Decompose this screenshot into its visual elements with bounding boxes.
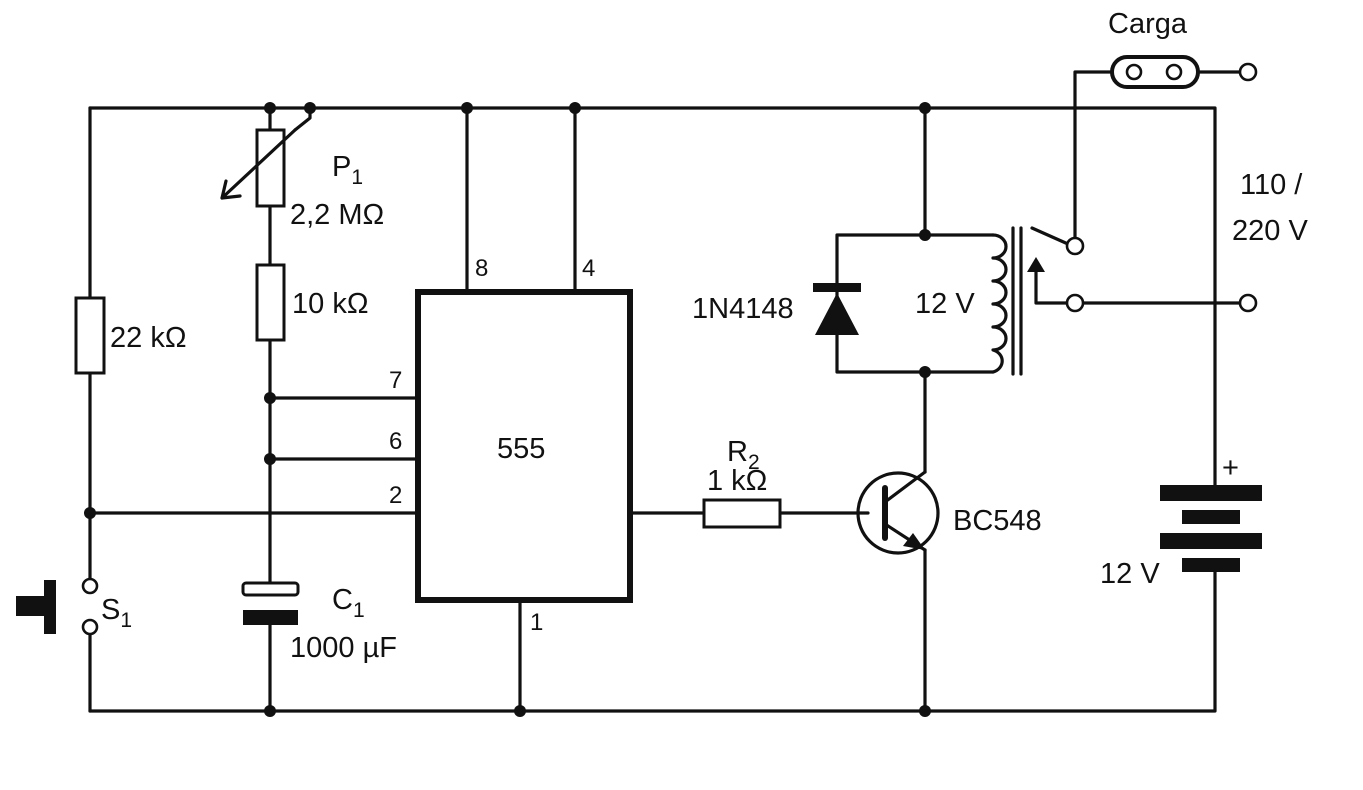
battery-plus-sign: + <box>1222 452 1239 484</box>
transistor-envelope <box>856 471 940 555</box>
c1-value: 1000 µF <box>290 632 397 664</box>
r2-value: 1 kΩ <box>707 465 767 497</box>
battery-plate-4 <box>1182 558 1240 572</box>
r2-sub-text: 2 <box>748 451 760 474</box>
r2-name-text: R <box>727 436 748 468</box>
contact-common-wire <box>1073 70 1114 240</box>
relay-12v: 12 V <box>915 226 1085 376</box>
mains-terminal-bottom <box>1238 293 1258 313</box>
junction-dot <box>264 453 276 465</box>
s1-name: S1 <box>101 594 132 632</box>
relay-label: 12 V <box>915 288 975 320</box>
junction-dot <box>514 705 526 717</box>
ic-555: 555 8 4 7 6 2 1 <box>389 255 633 636</box>
load-plug-body <box>1110 55 1200 89</box>
relay-common-contact <box>1065 236 1085 256</box>
mains-label: 110 / 220 V <box>1232 169 1308 247</box>
p1-sub-text: 1 <box>351 166 363 189</box>
junction-dot <box>264 392 276 404</box>
resistor-10k-body <box>255 263 286 342</box>
junction-dot <box>919 366 931 378</box>
c1-name: C1 <box>332 584 365 622</box>
load-carga: Carga <box>1108 8 1258 313</box>
c1-sub-text: 1 <box>353 599 365 622</box>
transistor-collector <box>883 470 927 504</box>
potentiometer-arrow-icon <box>220 128 297 200</box>
battery-plate-3 <box>1160 533 1262 549</box>
potentiometer-p1: P1 2,2 MΩ <box>220 128 384 231</box>
resistor-10k-label: 10 kΩ <box>292 288 369 320</box>
junction-dot <box>461 102 473 114</box>
battery-12v: + 12 V <box>1100 452 1262 590</box>
load-pin-left <box>1125 63 1143 81</box>
pin-2-label: 2 <box>389 482 402 509</box>
load-label: Carga <box>1108 8 1188 40</box>
capacitor-c1: C1 1000 µF <box>241 581 397 664</box>
mains-terminal-top <box>1238 62 1258 82</box>
battery-plate-1 <box>1160 485 1262 501</box>
junction-dot <box>569 102 581 114</box>
mains-label-line2: 220 V <box>1232 215 1308 247</box>
transistor-label: BC548 <box>953 505 1042 537</box>
battery-label: 12 V <box>1100 558 1160 590</box>
pin-1-label: 1 <box>530 609 543 636</box>
junction-dot <box>84 507 96 519</box>
relay-armature <box>1030 226 1070 246</box>
junction-dot <box>919 705 931 717</box>
pushbutton-bar <box>44 580 56 634</box>
s1-name-text: S <box>101 594 120 626</box>
pin-4-label: 4 <box>582 255 595 282</box>
switch-s1: S1 <box>16 577 132 636</box>
ic-body <box>415 289 633 603</box>
junctions <box>84 102 931 717</box>
junction-dot <box>304 102 316 114</box>
p1-name: P1 <box>332 151 363 189</box>
mains-label-line1: 110 / <box>1240 169 1303 201</box>
p1-name-text: P <box>332 151 351 183</box>
relay-no-contact <box>1065 293 1085 313</box>
pin-7-label: 7 <box>389 367 402 394</box>
resistor-r2: R2 1 kΩ <box>702 436 782 529</box>
armature-arrow-wire <box>1034 260 1070 305</box>
ic-label: 555 <box>497 433 545 465</box>
s1-sub-text: 1 <box>120 609 132 632</box>
battery-plate-2 <box>1182 510 1240 524</box>
diode-loop-wire <box>835 233 995 374</box>
junction-dot <box>919 229 931 241</box>
resistor-22k-body <box>74 296 106 375</box>
c1-name-text: C <box>332 584 353 616</box>
capacitor-plate-positive <box>241 581 300 597</box>
junction-dot <box>919 102 931 114</box>
pin-6-label: 6 <box>389 428 402 455</box>
relay-actuator-arrow-icon <box>1027 257 1045 272</box>
relay-core-line <box>1011 226 1023 376</box>
r2-name: R2 <box>727 436 760 474</box>
diode-triangle-icon <box>815 293 859 335</box>
junction-dot <box>264 102 276 114</box>
diode-1n4148: 1N4148 <box>692 283 861 335</box>
pushbutton-plunger <box>16 596 52 616</box>
relay-coil-icon <box>991 233 1008 374</box>
wires <box>88 70 1242 713</box>
capacitor-plate-negative <box>243 610 298 625</box>
switch-contact-bottom <box>81 618 99 636</box>
diode-cathode-bar <box>813 283 861 292</box>
pin-8-label: 8 <box>475 255 488 282</box>
potentiometer-body <box>255 128 286 208</box>
switch-contact-top <box>81 577 99 595</box>
load-pin-right <box>1165 63 1183 81</box>
emitter-arrow-icon <box>903 533 925 550</box>
resistor-10k: 10 kΩ <box>255 263 369 342</box>
resistor-r2-body <box>702 498 782 529</box>
bottom-rail-wire <box>88 565 1217 713</box>
junction-dot <box>264 705 276 717</box>
resistor-22k-label: 22 kΩ <box>110 322 187 354</box>
p1-value: 2,2 MΩ <box>290 199 384 231</box>
transistor-bc548: BC548 <box>856 470 1042 555</box>
resistor-22k: 22 kΩ <box>74 296 187 375</box>
diode-label: 1N4148 <box>692 293 794 325</box>
